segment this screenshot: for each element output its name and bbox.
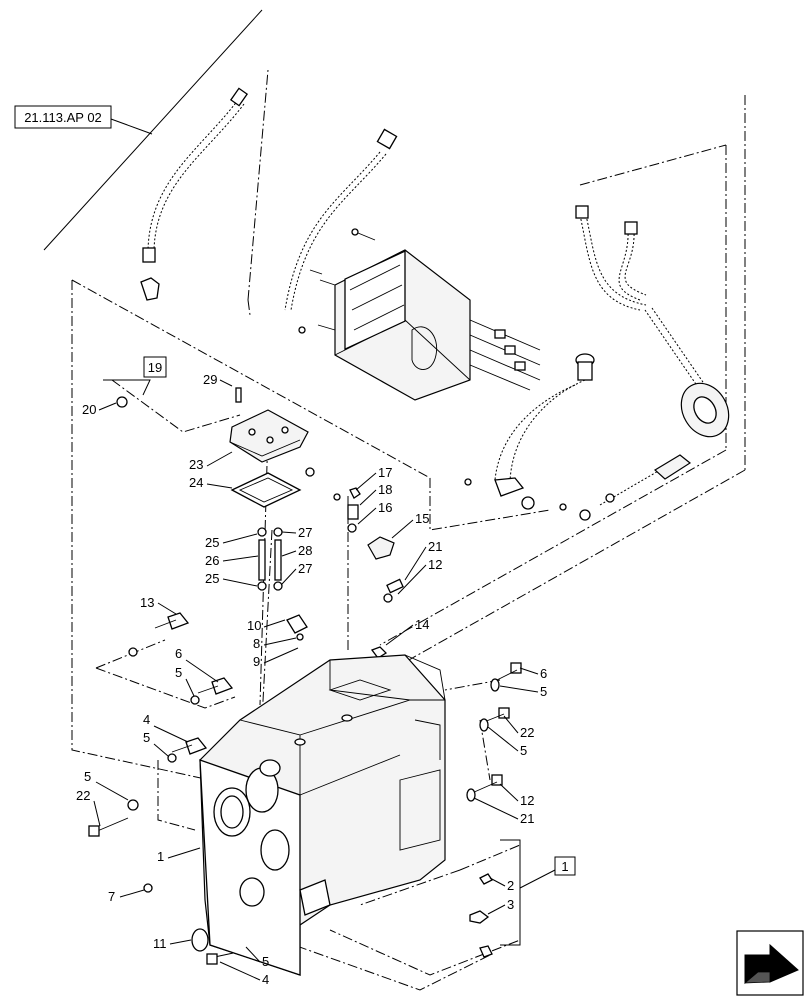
reference-link[interactable]: 21.113.AP 02 — [14, 9, 263, 251]
callout-14: 14 — [415, 617, 429, 632]
transmission-housing — [199, 654, 446, 976]
callout-labels: 29 20 23 24 17 18 16 15 25 27 26 28 25 2… — [76, 372, 547, 987]
callout-25b: 25 — [205, 571, 219, 586]
callout-9: 9 — [253, 654, 260, 669]
right-fasteners — [466, 662, 522, 958]
callout-28: 28 — [298, 543, 312, 558]
callout-6-left: 6 — [175, 646, 182, 661]
callout-5-right-a: 5 — [540, 684, 547, 699]
callout-8: 8 — [253, 636, 260, 651]
callout-29: 29 — [203, 372, 217, 387]
callout-5-right-b: 5 — [520, 743, 527, 758]
cover-plate — [229, 387, 315, 508]
callout-5-bottom: 5 — [262, 954, 269, 969]
callout-22-left: 22 — [76, 788, 90, 803]
callout-5-left-a: 5 — [175, 665, 182, 680]
callout-21-right: 21 — [520, 811, 534, 826]
callout-12-upper: 12 — [428, 557, 442, 572]
callout-13: 13 — [140, 595, 154, 610]
callout-16: 16 — [378, 500, 392, 515]
callout-4-upper: 4 — [143, 712, 150, 727]
upper-hoses — [140, 87, 398, 311]
group-19[interactable]: 19 — [103, 356, 167, 408]
callout-5-left-b: 5 — [143, 730, 150, 745]
reference-label: 21.113.AP 02 — [24, 110, 102, 125]
group-1-label: 1 — [561, 859, 568, 874]
callout-17: 17 — [378, 465, 392, 480]
callout-27b: 27 — [298, 561, 312, 576]
callout-18: 18 — [378, 482, 392, 497]
fittings-row — [469, 319, 541, 391]
callout-6-right: 6 — [540, 666, 547, 681]
group-19-label: 19 — [148, 360, 162, 375]
group-1[interactable]: 1 — [500, 839, 576, 946]
callout-12-right: 12 — [520, 793, 534, 808]
callout-15: 15 — [415, 511, 429, 526]
valve-block — [298, 228, 541, 401]
callout-25: 25 — [205, 535, 219, 550]
breather-parts — [333, 487, 404, 659]
callout-20: 20 — [82, 402, 96, 417]
assembly-lines — [71, 69, 746, 991]
callout-27: 27 — [298, 525, 312, 540]
callout-24: 24 — [189, 475, 203, 490]
callout-23: 23 — [189, 457, 203, 472]
callout-21-upper: 21 — [428, 539, 442, 554]
right-hoses — [464, 205, 730, 521]
callout-10: 10 — [247, 618, 261, 633]
seals-and-pins — [257, 527, 283, 591]
callout-5-left-c: 5 — [84, 769, 91, 784]
callout-2: 2 — [507, 878, 514, 893]
callout-1: 1 — [157, 849, 164, 864]
next-page-arrow-icon[interactable] — [736, 930, 804, 996]
callout-22-right: 22 — [520, 725, 534, 740]
callout-3: 3 — [507, 897, 514, 912]
callout-4-bottom: 4 — [262, 972, 269, 987]
callout-26: 26 — [205, 553, 219, 568]
callout-11: 11 — [153, 936, 167, 951]
callout-7: 7 — [108, 889, 115, 904]
